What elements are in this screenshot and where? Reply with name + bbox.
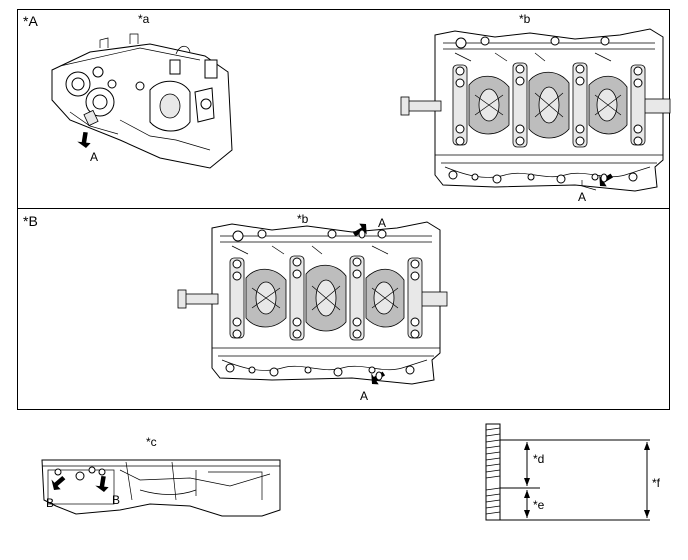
oil-pan-drawing <box>41 459 281 517</box>
label-b-star-top: *b <box>519 12 531 26</box>
label-e-star: *e <box>533 498 545 512</box>
label-B-1: B <box>46 496 55 510</box>
panel-b-title: *B <box>23 213 38 229</box>
label-a-star: *a <box>138 12 150 26</box>
label-B-2: B <box>112 493 121 507</box>
label-b-star-mid: *b <box>297 212 309 226</box>
label-f-star: *f <box>652 476 661 490</box>
label-A-2: A <box>578 190 587 204</box>
label-d-star: *d <box>533 452 545 466</box>
label-c-star: *c <box>146 435 157 449</box>
timing-cover-drawing <box>51 33 233 169</box>
label-A-4: A <box>360 389 369 403</box>
stud-bolt-drawing <box>485 423 650 521</box>
label-A-1: A <box>90 150 99 164</box>
engine-block-drawing <box>177 221 448 385</box>
panel-a-title: *A <box>23 13 38 29</box>
label-A-3: A <box>378 216 387 230</box>
arrow-icon <box>74 130 93 151</box>
engine-block-drawing <box>400 28 671 192</box>
